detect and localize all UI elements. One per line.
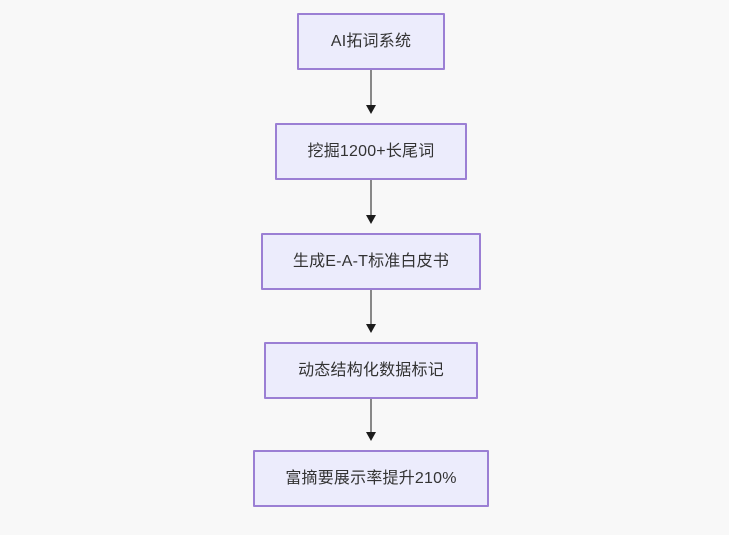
flow-node-label: 动态结构化数据标记 [298, 361, 444, 379]
flow-node-label: 生成E-A-T标准白皮书 [292, 252, 450, 270]
flow-node-dynamic-structured-data-markup[interactable]: 动态结构化数据标记 [264, 342, 478, 399]
flow-arrowhead-3 [366, 324, 376, 333]
flow-edge-2 [370, 180, 372, 215]
flow-node-generate-eat-whitepaper[interactable]: 生成E-A-T标准白皮书 [261, 233, 481, 290]
flow-node-label: 挖掘1200+长尾词 [307, 142, 435, 160]
flow-arrowhead-1 [366, 105, 376, 114]
flow-node-rich-snippet-rate-increase[interactable]: 富摘要展示率提升210% [253, 450, 489, 507]
flow-edge-1 [370, 70, 372, 105]
flow-node-ai-keyword-system[interactable]: AI拓词系统 [297, 13, 445, 70]
flow-arrowhead-2 [366, 215, 376, 224]
flow-node-label: AI拓词系统 [330, 32, 412, 50]
flow-node-mine-longtail-keywords[interactable]: 挖掘1200+长尾词 [275, 123, 467, 180]
flow-edge-3 [370, 290, 372, 324]
flow-node-label: 富摘要展示率提升210% [285, 469, 457, 487]
flow-edge-4 [370, 398, 372, 432]
flow-arrowhead-4 [366, 432, 376, 441]
